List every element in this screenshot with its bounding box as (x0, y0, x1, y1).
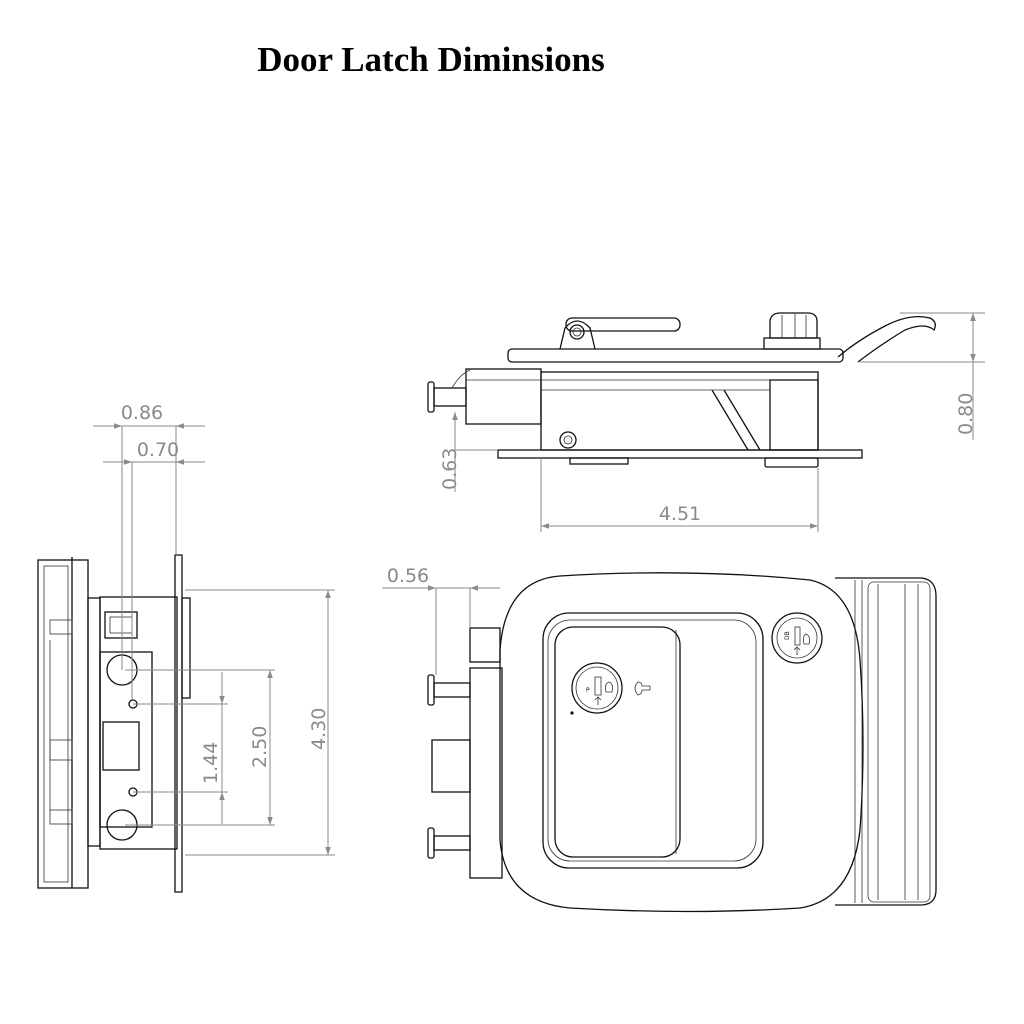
thumb-lever (559, 317, 681, 350)
key-icon (634, 681, 651, 696)
dimension-0.70: 0.70 (103, 439, 205, 465)
handle-lock-cylinder: P (570, 662, 623, 715)
dimension-0.86: 0.86 (93, 402, 205, 429)
dim-label: 1.44 (200, 742, 222, 784)
dim-label: 0.86 (121, 402, 163, 424)
dim-label: 0.56 (387, 565, 429, 587)
lock-db-mark: DB (784, 631, 791, 640)
page-title: Door Latch Diminsions (257, 40, 605, 79)
dimension-1.44: 1.44 (133, 672, 228, 824)
dim-label: 4.51 (659, 503, 701, 525)
latch-extension (835, 577, 937, 906)
top-view: 0.80 0.63 4.51 (427, 312, 985, 532)
rear-mounting-studs (427, 627, 503, 879)
dim-label: 0.63 (439, 448, 461, 490)
dimension-0.56: 0.56 (382, 565, 500, 675)
dimension-4.51: 4.51 (540, 458, 819, 532)
latch-bolt (427, 369, 471, 413)
front-view: P DB (382, 565, 937, 913)
dimension-0.63: 0.63 (439, 412, 498, 492)
dim-label: 0.70 (137, 439, 179, 461)
dimension-0.80: 0.80 (860, 312, 985, 440)
dim-label: 2.50 (249, 726, 271, 768)
dim-label: 0.80 (955, 393, 977, 435)
dimension-2.50: 2.50 (125, 669, 275, 826)
deadbolt-lock-cylinder: DB (771, 612, 823, 664)
dimension-4.30: 4.30 (185, 589, 335, 856)
dim-label: 4.30 (308, 708, 330, 750)
deadbolt-knob (763, 312, 821, 350)
lock-p-mark: P (586, 687, 590, 694)
side-view: 0.86 0.70 4.30 2.50 (37, 402, 335, 893)
